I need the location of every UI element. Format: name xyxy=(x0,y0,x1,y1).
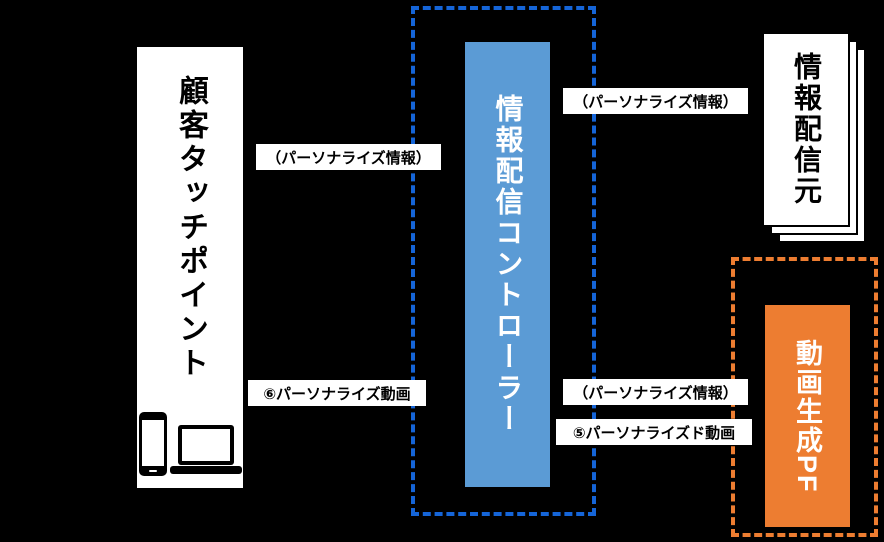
label-step5-personalized-video: ⑤パーソナライズド動画 xyxy=(556,419,752,445)
laptop-icon xyxy=(170,425,242,482)
node-info-source-stack: 情報配信元 xyxy=(762,32,866,243)
node-info-source: 情報配信元 xyxy=(762,32,850,227)
controller-group-frame xyxy=(411,6,596,516)
controller-label: 情報配信コントローラー xyxy=(492,94,524,435)
device-icons xyxy=(137,411,243,482)
label-touchpoint-personalize-info: （パーソナライズ情報） xyxy=(256,144,441,170)
smartphone-icon xyxy=(138,411,168,482)
video-pf-label: 動画生成PF xyxy=(792,338,822,494)
info-source-label: 情報配信元 xyxy=(791,52,822,207)
node-video-generation-pf: 動画生成PF xyxy=(765,305,850,527)
label-step6-personalize-video: ⑥パーソナライズ動画 xyxy=(248,380,426,406)
customer-touchpoint-label: 顧客タッチポイント xyxy=(174,75,207,381)
label-source-personalize-info: （パーソナライズ情報） xyxy=(563,88,748,114)
label-pf-personalize-info: （パーソナライズ情報） xyxy=(563,379,748,405)
node-info-distribution-controller: 情報配信コントローラー xyxy=(465,42,550,487)
node-customer-touchpoint: 顧客タッチポイント xyxy=(135,45,245,490)
